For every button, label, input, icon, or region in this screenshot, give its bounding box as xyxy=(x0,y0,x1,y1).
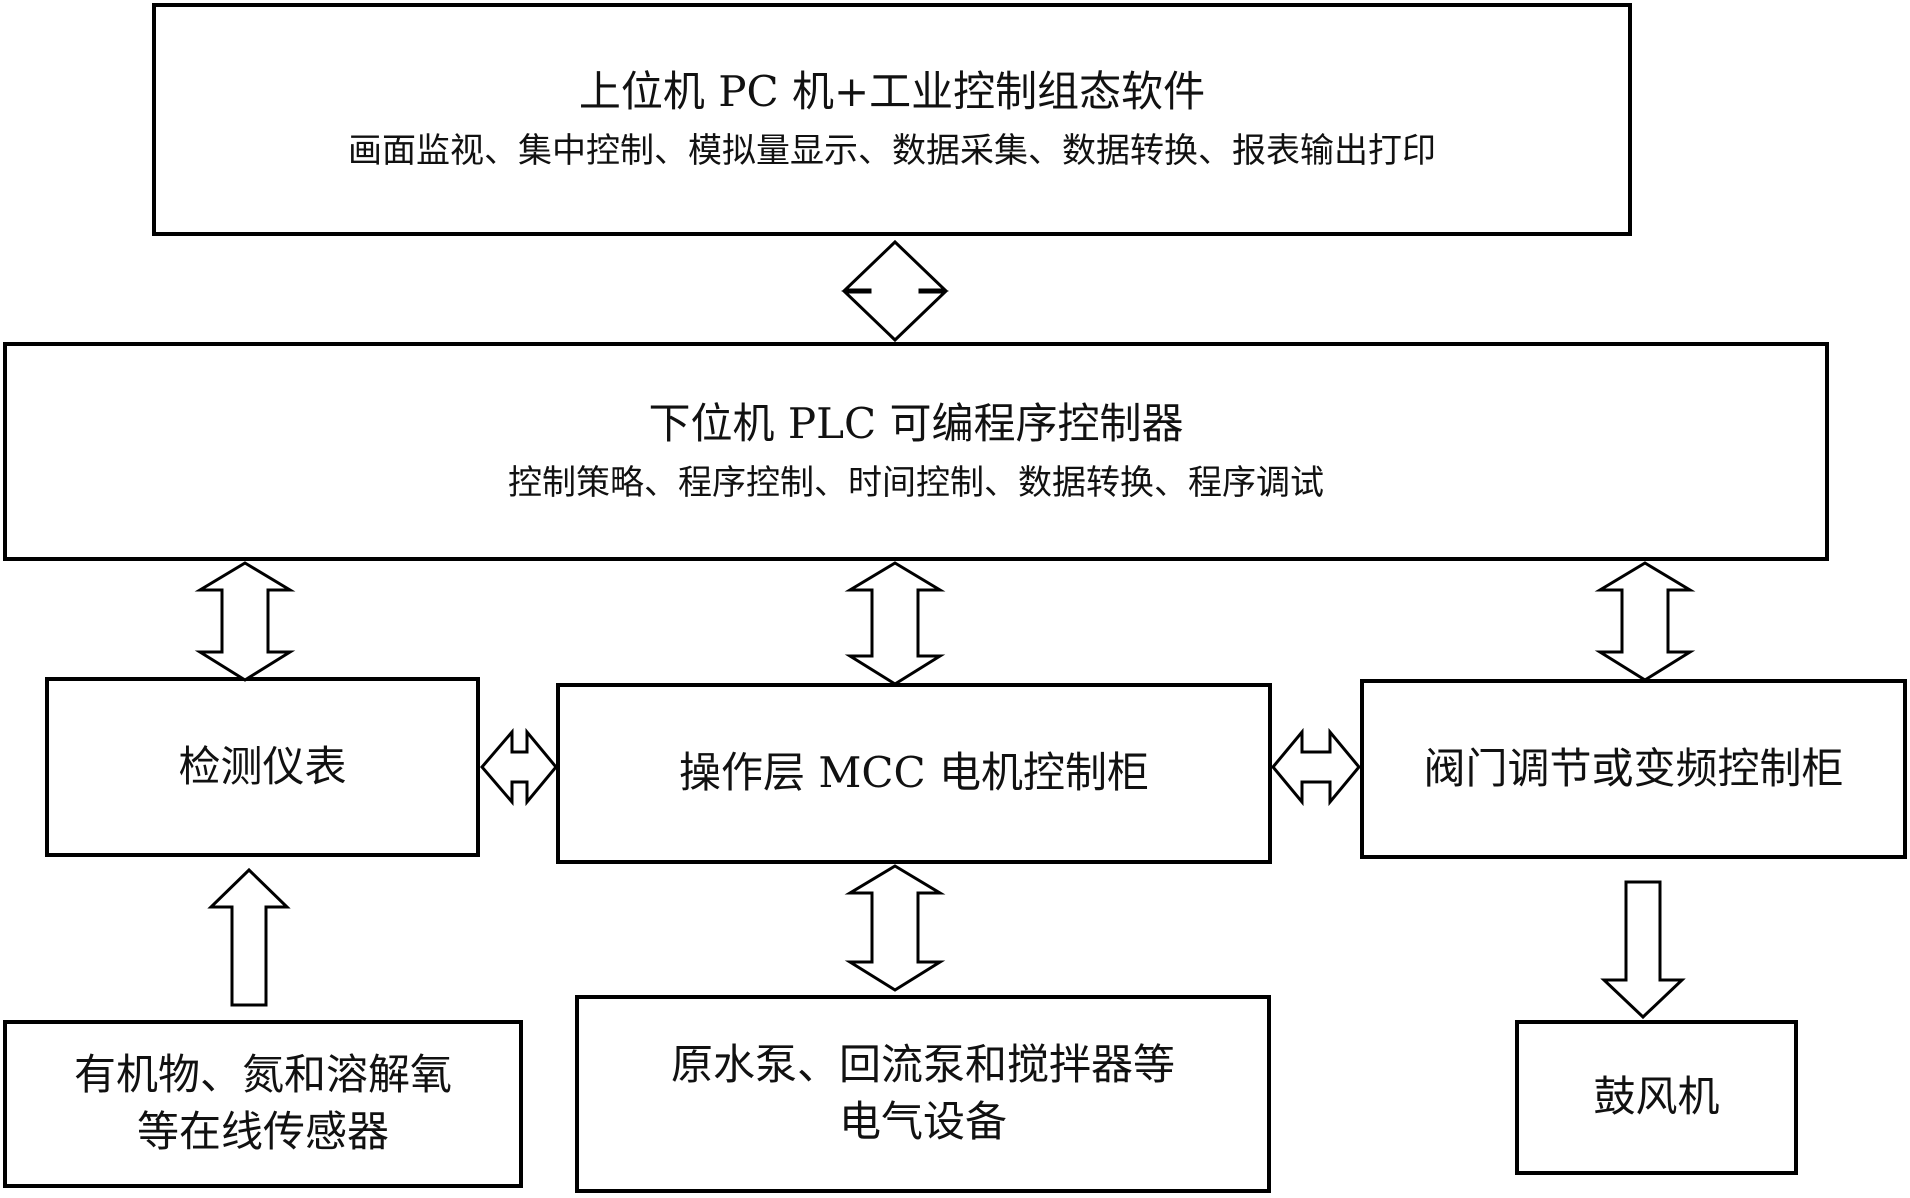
double-arrow-mcc-valve xyxy=(1271,727,1361,807)
sensor-box: 有机物、氮和溶解氧 等在线传感器 xyxy=(3,1020,523,1188)
plc-box: 下位机 PLC 可编程序控制器 控制策略、程序控制、时间控制、数据转换、程序调试 xyxy=(3,342,1829,561)
valve-vfd-box: 阀门调节或变频控制柜 xyxy=(1360,679,1907,859)
upper-computer-box: 上位机 PC 机+工业控制组态软件 画面监视、集中控制、模拟量显示、数据采集、数… xyxy=(152,3,1632,236)
double-arrow-plc-instrument xyxy=(194,561,296,682)
double-arrow-mcc-equipment xyxy=(844,864,946,992)
arrow-sensor-to-instrument xyxy=(207,867,291,1007)
double-arrow-instrument-mcc xyxy=(480,727,558,807)
arrow-valve-to-blower xyxy=(1600,880,1686,1020)
sensor-label-line1: 有机物、氮和溶解氧 xyxy=(73,1050,452,1100)
upper-computer-functions: 画面监视、集中控制、模拟量显示、数据采集、数据转换、报表输出打印 xyxy=(348,131,1436,172)
equipment-box: 原水泵、回流泵和搅拌器等 电气设备 xyxy=(575,995,1271,1193)
instrument-label: 检测仪表 xyxy=(178,741,347,791)
sensor-label-line2: 等在线传感器 xyxy=(136,1107,389,1156)
upper-computer-title: 上位机 PC 机+工业控制组态软件 xyxy=(578,66,1206,116)
double-arrow-plc-valve xyxy=(1594,561,1696,682)
blower-box: 鼓风机 xyxy=(1515,1020,1798,1175)
double-arrow-upper-plc-visible xyxy=(841,239,949,343)
mcc-label: 操作层 MCC 电机控制柜 xyxy=(679,748,1149,798)
plc-title: 下位机 PLC 可编程序控制器 xyxy=(648,398,1184,448)
blower-label: 鼓风机 xyxy=(1593,1072,1720,1122)
instrument-box: 检测仪表 xyxy=(45,677,480,857)
equipment-label-line1: 原水泵、回流泵和搅拌器等 xyxy=(670,1040,1175,1090)
plc-functions: 控制策略、程序控制、时间控制、数据转换、程序调试 xyxy=(508,463,1324,504)
mcc-box: 操作层 MCC 电机控制柜 xyxy=(556,683,1272,864)
equipment-label-line2: 电气设备 xyxy=(838,1097,1007,1146)
valve-vfd-label: 阀门调节或变频控制柜 xyxy=(1423,743,1844,793)
double-arrow-plc-mcc xyxy=(844,561,946,686)
